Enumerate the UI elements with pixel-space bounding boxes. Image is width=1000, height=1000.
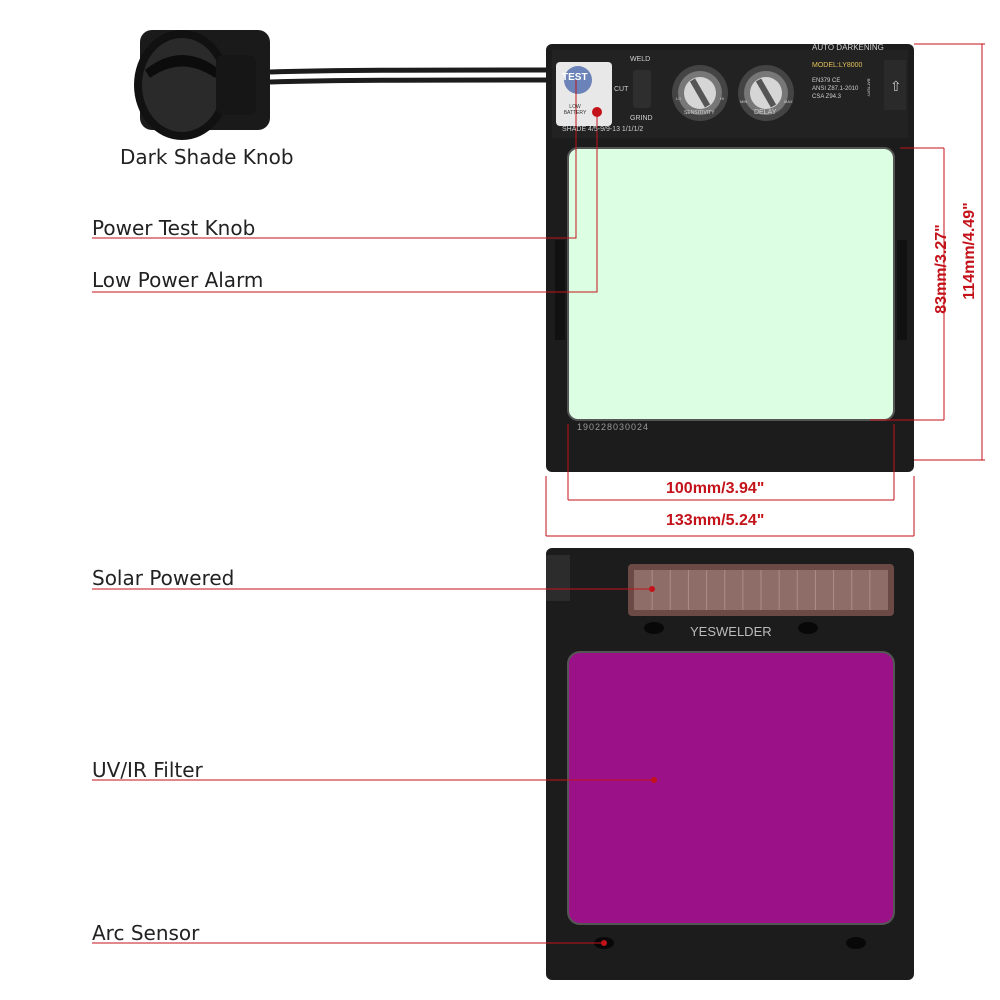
arc-sensor-label: Arc Sensor (92, 921, 200, 945)
battery-text: BATTERY (866, 78, 872, 97)
leader-lines (92, 80, 654, 944)
total-width-label: 133mm/5.24" (666, 512, 765, 529)
max-text: MAX (784, 99, 793, 104)
arc-sensor-top-right (798, 622, 818, 634)
solar-powered-label: Solar Powered (92, 566, 235, 590)
brand-text: YESWELDER (690, 624, 772, 639)
standard-2: ANSI Z87.1-2010 (812, 86, 859, 92)
delay-dial (738, 65, 794, 121)
weld-text: WELD (630, 56, 651, 63)
test-button-group (556, 62, 612, 126)
dark-shade-knob-label: Dark Shade Knob (120, 145, 294, 169)
hi-text: HI (720, 96, 724, 101)
knob-cable (269, 67, 549, 75)
sensitivity-text: SENSITIVITY (684, 110, 715, 116)
lo-text: LO (676, 96, 682, 101)
total-height-label: 114mm/4.49" (961, 202, 978, 300)
front-lens (567, 147, 895, 421)
dimension-lines (545, 43, 985, 537)
min-text: MIN (740, 99, 748, 104)
standard-1: EN379 CE (812, 78, 841, 84)
viewing-width-label: 100mm/3.94" (666, 480, 765, 497)
auto-darkening-text: AUTO DARKENING (812, 43, 884, 52)
standard-3: CSA Z94.3 (812, 94, 842, 100)
battery-cover (884, 60, 906, 110)
uv-ir-filter-lens (567, 651, 895, 925)
sensitivity-dial (672, 65, 728, 121)
test-button-text: TEST (562, 72, 588, 83)
solar-cells (651, 570, 871, 610)
shade-range-text: SHADE 4/5-9/9-13 1/1/1/2 (562, 126, 644, 133)
model-text: MODEL:LY8000 (812, 62, 863, 69)
grind-text: GRIND (630, 115, 653, 122)
viewing-height-label: 83mm/3.27" (933, 224, 950, 314)
dark-shade-knob (134, 30, 270, 140)
arc-sensor-top-left (644, 622, 664, 634)
serial-number: 190228030024 (577, 422, 650, 432)
power-test-knob-label: Power Test Knob (92, 216, 256, 240)
uv-ir-filter-label: UV/IR Filter (92, 758, 203, 782)
cut-text: CUT (614, 86, 629, 93)
low-battery-text: LOW BATTERY (563, 104, 587, 116)
mode-switch (633, 70, 651, 108)
arrow-icon: ⇧ (890, 78, 902, 94)
low-power-alarm-label: Low Power Alarm (92, 268, 264, 292)
arc-sensor-bottom-right (846, 937, 866, 949)
delay-text: DELAY (754, 109, 777, 116)
